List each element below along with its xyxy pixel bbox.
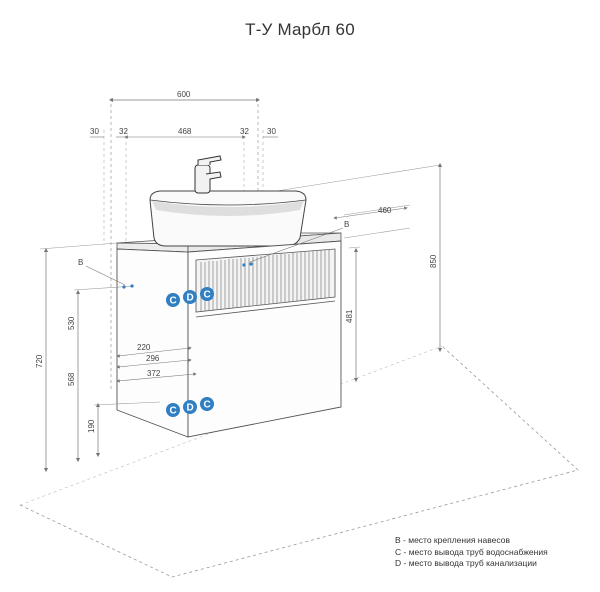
legend-item-d: D - место вывода труб канализации — [395, 558, 537, 568]
dim-bottom-190: 190 — [87, 419, 96, 433]
legend-item-c: C - место вывода труб водоснабжения — [395, 546, 548, 557]
dim-depth: 460 — [378, 206, 392, 215]
legend: B - место крепления навесов C - место вы… — [395, 535, 548, 570]
floor-outline — [19, 345, 579, 578]
dim-side-220: 220 — [137, 343, 151, 352]
dim-side-372: 372 — [147, 369, 161, 378]
utility-markers-lower: C D C — [166, 397, 214, 417]
dim-height-total: 850 — [429, 254, 438, 268]
dim-hook-left: 32 — [119, 127, 128, 136]
hook-point-right-1 — [242, 263, 246, 267]
page-title: Т-У Марбл 60 — [245, 20, 355, 39]
marker-c-lower-left: C — [170, 406, 177, 417]
hook-point-left-2 — [130, 284, 134, 288]
marker-b-left-label: B — [78, 258, 83, 267]
marker-b-right-label: B — [344, 220, 349, 229]
dim-width-total: 600 — [177, 90, 191, 99]
dim-height-unit: 720 — [35, 354, 44, 368]
marker-c-lower-right: C — [204, 400, 211, 411]
marker-c-upper-left: C — [170, 296, 177, 307]
marker-d-lower: D — [187, 403, 194, 414]
marker-d-upper: D — [187, 293, 194, 304]
dim-offset-right: 30 — [267, 127, 276, 136]
dim-bottom-530: 530 — [67, 316, 76, 330]
basin — [149, 190, 307, 247]
utility-markers-upper: C D C — [166, 287, 214, 307]
hook-point-left-1 — [122, 285, 126, 289]
dim-hook-span: 468 — [178, 127, 192, 136]
dim-front-481: 481 — [345, 309, 354, 323]
dim-side-296: 296 — [146, 354, 160, 363]
marker-c-upper-right: C — [204, 290, 211, 301]
hook-point-right-2 — [249, 262, 253, 266]
legend-item-b: B - место крепления навесов — [395, 535, 510, 545]
dim-bottom-568: 568 — [67, 372, 76, 386]
dim-offset-left: 30 — [90, 127, 99, 136]
dim-hook-right: 32 — [240, 127, 249, 136]
faucet — [194, 155, 222, 194]
